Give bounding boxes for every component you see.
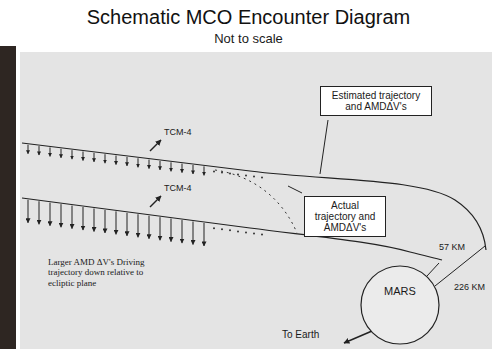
slide-panel — [20, 52, 492, 349]
tcm-arrow — [150, 140, 161, 151]
altitude-label: 57 KM — [437, 242, 467, 252]
direction-label: To Earth — [282, 329, 319, 341]
leader-line — [320, 120, 328, 174]
note-text: Larger AMD ΔV's Driving trajectory down … — [48, 257, 160, 288]
delta-v-arrow — [193, 222, 194, 245]
delta-v-arrow — [94, 208, 95, 231]
photo-edge — [0, 46, 16, 349]
trajectory-dots — [213, 171, 263, 236]
delta-v-arrow — [127, 213, 128, 236]
delta-v-arrow — [193, 165, 194, 174]
trajectory-dot — [213, 227, 215, 229]
delta-v-arrow — [39, 146, 40, 155]
delta-v-arrow — [105, 154, 106, 163]
delta-v-arrow — [182, 164, 183, 173]
subtitle: Not to scale — [0, 32, 497, 47]
maneuver-label: TCM-4 — [164, 183, 192, 193]
delta-v-arrow — [94, 153, 95, 162]
delta-v-arrow — [72, 206, 73, 229]
delta-v-arrow — [127, 157, 128, 166]
trajectory-dot — [237, 174, 239, 176]
trajectory-dot — [245, 231, 247, 233]
delta-v-arrow — [204, 223, 205, 246]
trajectory-dot — [213, 171, 215, 173]
delta-v-arrows — [28, 145, 204, 246]
altitude-line — [427, 263, 439, 276]
trajectory-dot — [261, 234, 263, 236]
delta-v-arrow — [105, 210, 106, 233]
delta-v-arrow — [83, 151, 84, 160]
delta-v-arrow — [138, 214, 139, 237]
planet-name: MARS — [360, 285, 440, 297]
dotted-trajectory — [215, 170, 297, 233]
trajectory-dot — [253, 233, 255, 235]
leader-line — [288, 186, 302, 193]
delta-v-arrow — [61, 204, 62, 227]
trajectory-dot — [237, 230, 239, 232]
trajectory-dot — [245, 175, 247, 177]
delta-v-arrow — [160, 161, 161, 170]
trajectory-dot — [221, 172, 223, 174]
altitude-label: 226 KM — [452, 282, 487, 292]
delta-v-arrow — [171, 162, 172, 171]
delta-v-arrow — [50, 147, 51, 156]
trajectory-dot — [221, 228, 223, 230]
delta-v-arrow — [61, 149, 62, 158]
estimated-trajectory — [22, 143, 486, 250]
delta-v-arrow — [149, 160, 150, 169]
delta-v-arrow — [50, 203, 51, 226]
callout-text: Actual trajectory and AMDΔV's — [310, 200, 380, 233]
delta-v-arrow — [83, 207, 84, 230]
delta-v-arrow — [28, 145, 29, 154]
delta-v-arrow — [171, 219, 172, 242]
delta-v-arrow — [28, 200, 29, 223]
trajectory-dot — [253, 175, 255, 177]
callout-box: Actual trajectory and AMDΔV's — [304, 196, 386, 237]
trajectory-dot — [261, 176, 263, 178]
planet-circle: MARS — [360, 265, 440, 345]
planet-outline — [360, 265, 440, 345]
trajectory-dot — [229, 229, 231, 231]
diagram-title: Schematic MCO Encounter Diagram — [0, 6, 497, 29]
delta-v-arrow — [182, 220, 183, 243]
earth-arrow — [344, 331, 372, 343]
delta-v-arrow — [204, 166, 205, 175]
delta-v-arrow — [149, 216, 150, 239]
delta-v-arrow — [138, 158, 139, 167]
delta-v-arrow — [116, 211, 117, 234]
trajectory-dot — [229, 173, 231, 175]
delta-v-arrow — [72, 150, 73, 159]
tcm-arrow — [150, 196, 161, 207]
callout-text: Estimated trajectory and AMDΔV's — [326, 90, 426, 112]
delta-v-arrow — [116, 156, 117, 165]
delta-v-arrow — [39, 201, 40, 224]
delta-v-arrow — [160, 217, 161, 240]
maneuver-label: TCM-4 — [164, 127, 192, 137]
callout-box: Estimated trajectory and AMDΔV's — [320, 86, 432, 116]
